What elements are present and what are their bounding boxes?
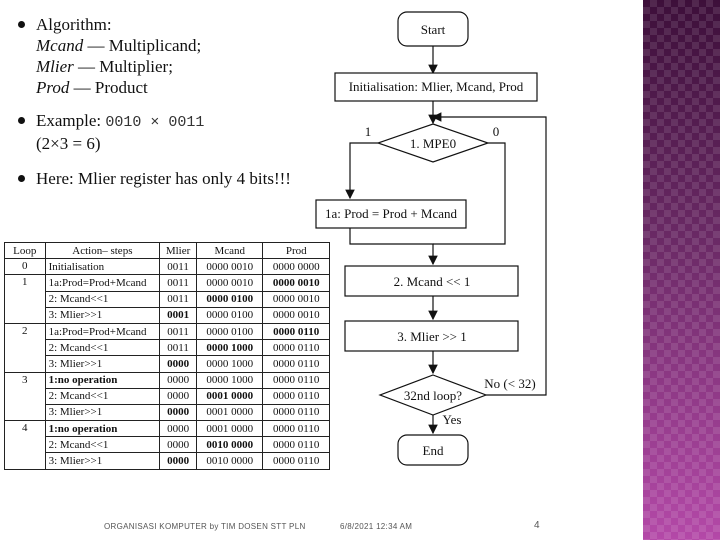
example-note: (2×3 = 6) <box>36 134 101 153</box>
prod-cell: 0000 0110 <box>262 339 330 357</box>
footer-datetime: 6/8/2021 12:34 AM <box>340 522 413 531</box>
end-label: End <box>423 443 444 458</box>
mlier-cell: 0000 <box>159 452 197 470</box>
mlier-cell: 0011 <box>159 322 197 341</box>
decision1-label: 1. MPE0 <box>410 136 456 151</box>
action-cell: 2: Mcand<<1 <box>44 387 161 405</box>
prod-cell: 0000 0110 <box>262 403 330 422</box>
bullet-list: Algorithm: Mcand — Multiplicand; Mlier —… <box>14 14 324 189</box>
end-terminal <box>397 434 469 466</box>
bullet-dot-icon <box>18 21 25 28</box>
bullet-example: Example: 0010 × 0011 <box>14 110 324 133</box>
definition-desc: — Multiplicand; <box>83 36 202 55</box>
definition-desc: — Product <box>69 78 148 97</box>
mlier-cell: 0011 <box>159 258 197 276</box>
prod-cell: 0000 0000 <box>262 258 330 276</box>
step2-label: 2. Mcand << 1 <box>394 274 471 289</box>
mcand-cell: 0000 0010 <box>195 274 264 292</box>
definition-term: Mcand <box>36 36 84 55</box>
branch-no-label: 0 <box>493 124 500 139</box>
start-label: Start <box>421 22 446 37</box>
loop-cell: 2 <box>4 322 46 373</box>
mcand-cell: 0010 0000 <box>195 452 264 470</box>
algorithm-heading: Algorithm: <box>36 15 112 34</box>
example-expression: 0010 × 0011 <box>105 114 205 131</box>
definition-line: Mlier — Multiplier; <box>14 56 324 77</box>
mcand-cell: 0000 1000 <box>195 371 264 389</box>
mcand-cell: 0001 0000 <box>195 420 264 438</box>
slide-canvas: Algorithm: Mcand — Multiplicand; Mlier —… <box>4 11 547 531</box>
mlier-cell: 0000 <box>159 403 197 422</box>
definition-line: Prod — Product <box>14 77 324 98</box>
prod-cell: 0000 0110 <box>262 387 330 405</box>
mpe0-decision <box>376 123 490 163</box>
bullet-dot-icon <box>18 175 25 182</box>
prod-add-process <box>315 199 467 229</box>
bullet-note: Here: Mlier register has only 4 bits!!! <box>14 168 324 189</box>
prod-cell: 0000 0110 <box>262 420 330 438</box>
mcand-cell: 0000 1000 <box>195 339 264 357</box>
step3-label: 3. Mlier >> 1 <box>397 329 467 344</box>
loop-no-label: No (< 32) <box>484 376 535 391</box>
branch-yes-label: 1 <box>365 124 372 139</box>
loop-cell: 4 <box>4 420 46 470</box>
decorative-side-panel <box>643 0 720 540</box>
footer-course: ORGANISASI KOMPUTER by TIM DOSEN STT PLN <box>104 522 306 531</box>
flowchart: Start Initialisation: Mlier, Mcand, Prod… <box>315 11 547 466</box>
bullet-dot-icon <box>18 117 25 124</box>
header-mcand: Mcand <box>195 241 264 260</box>
mcand-cell: 0001 0000 <box>195 387 264 405</box>
step1a-label: 1a: Prod = Prod + Mcand <box>325 206 458 221</box>
action-cell: 3: Mlier>>1 <box>44 452 161 470</box>
decision2-label: 32nd loop? <box>404 388 462 403</box>
mcand-cell: 0001 0000 <box>195 403 264 422</box>
footer-page-number: 4 <box>534 520 540 531</box>
loop-yes-label: Yes <box>443 412 462 427</box>
init-process <box>334 72 538 102</box>
definition-line: Mcand — Multiplicand; <box>14 35 324 56</box>
definition-term: Mlier <box>36 57 74 76</box>
mcand-cell: 0000 0100 <box>195 306 264 324</box>
note-text: Here: Mlier register has only 4 bits!!! <box>36 169 291 188</box>
bullet-algorithm: Algorithm: <box>14 14 324 35</box>
prod-cell: 0000 0110 <box>262 452 330 470</box>
loop-cell: 1 <box>4 274 46 324</box>
definition-term: Prod <box>36 78 70 97</box>
example-label: Example: <box>36 111 106 130</box>
mcand-cell: 0010 0000 <box>195 436 264 454</box>
mlier-shift-process <box>344 320 519 352</box>
definition-desc: — Multiplier; <box>73 57 173 76</box>
mcand-shift-process <box>344 265 519 297</box>
init-label: Initialisation: Mlier, Mcand, Prod <box>349 79 524 94</box>
